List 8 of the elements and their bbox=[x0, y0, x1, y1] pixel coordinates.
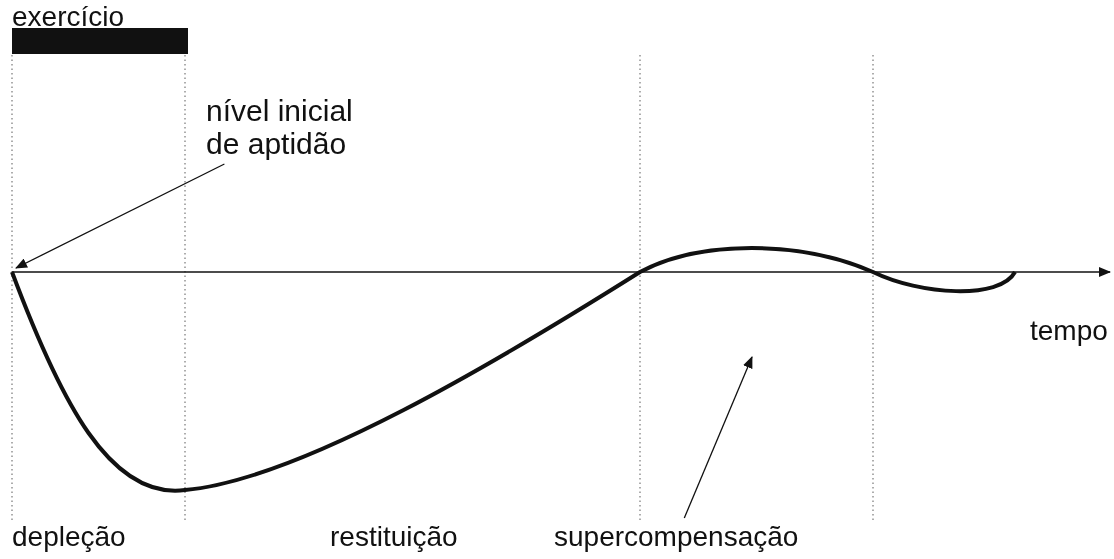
arrow bbox=[683, 356, 753, 519]
axis-label: tempo bbox=[1030, 316, 1108, 347]
exercise-label: exercício bbox=[12, 2, 125, 33]
phase-label: depleção bbox=[12, 522, 126, 553]
annotation-text: nível inicial de aptidão bbox=[206, 94, 354, 160]
phase-label: restituição bbox=[330, 522, 458, 553]
phase-label: supercompensação bbox=[554, 522, 799, 553]
leader-line bbox=[15, 163, 226, 269]
